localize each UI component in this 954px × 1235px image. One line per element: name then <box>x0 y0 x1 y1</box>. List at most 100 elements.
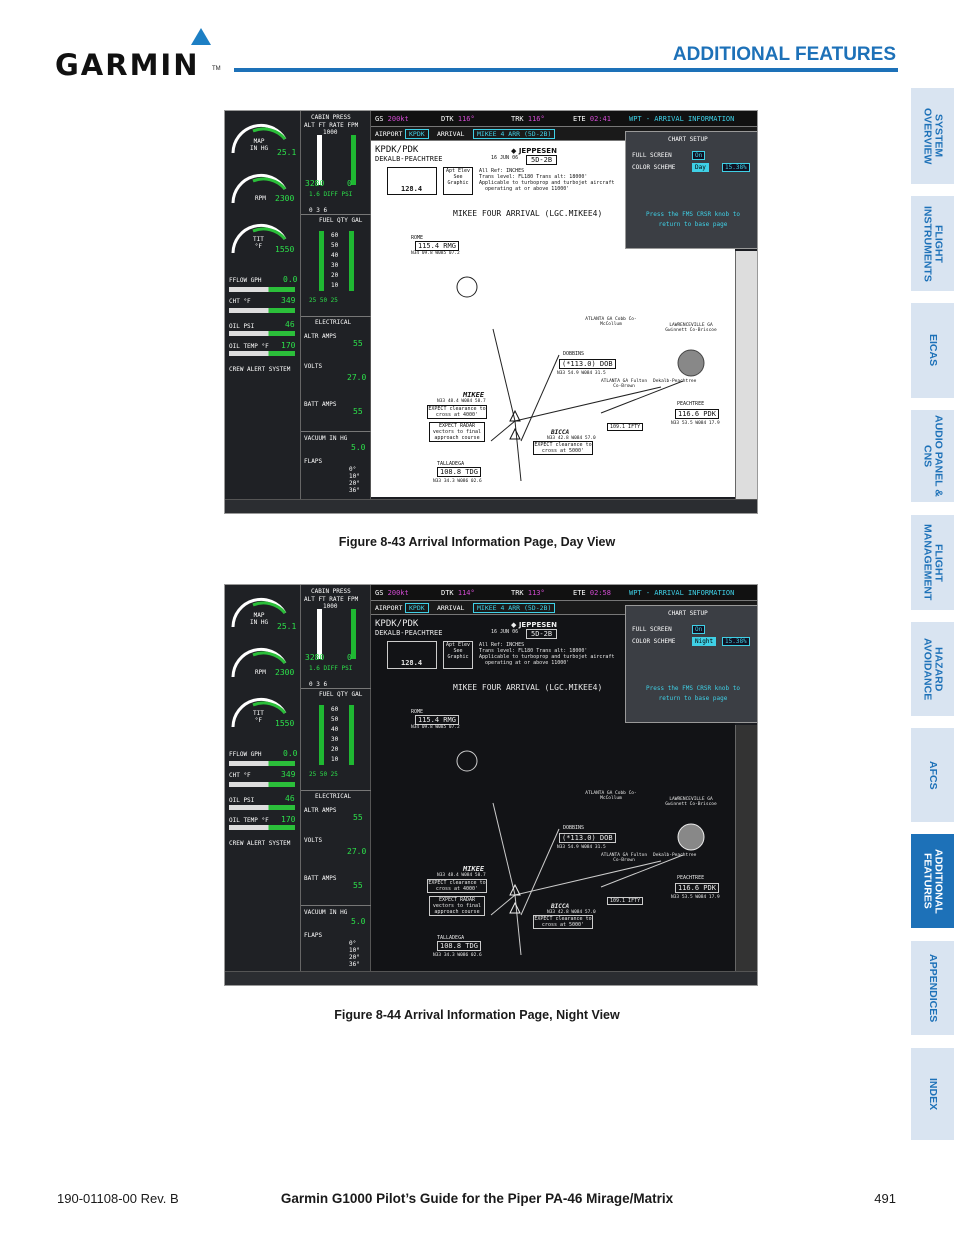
tab-label: Flight Instruments <box>921 205 945 282</box>
arrival-field[interactable]: MIKEE 4 ARR (5D-2B) <box>473 129 556 139</box>
doc-title: Garmin G1000 Pilot’s Guide for the Piper… <box>280 1191 674 1206</box>
chart-setup-window[interactable]: CHART SETUP FULL SCREEN On COLOR SCHEME … <box>625 131 757 249</box>
tdg-coord: N33 34.3 W086 02.6 <box>433 953 482 958</box>
tab-label: Additional Features <box>921 848 945 914</box>
engine-gauges-arcs <box>231 123 287 254</box>
airport-field[interactable]: KPDK <box>405 603 429 613</box>
chart-notes-4: operating at or above 11000' <box>485 660 570 666</box>
atlanta-cobb-label: ATLANTA GA Cobb Co-McCollum <box>585 317 637 327</box>
separator-line <box>301 790 372 791</box>
chart-number: 5D-2B <box>526 629 558 639</box>
bicca-fix: BICCA <box>551 903 570 910</box>
airport-field[interactable]: KPDK <box>405 129 429 139</box>
arrival-chart[interactable]: KPDK/PDK DEKALB-PEACHTREE 16 JUN 06 ◆ JE… <box>371 615 735 971</box>
figure-caption: Figure 8-44 Arrival Information Page, Ni… <box>334 1008 620 1022</box>
alt-amps-value: 55 <box>353 339 363 348</box>
engine-secondary-column: CABIN PRESS ALT FT RATE FPM 1000 3280 0 … <box>300 585 372 973</box>
tab-additional-features[interactable]: Additional Features <box>911 834 954 928</box>
chart-notes-3: Applicable to turboprop and turbojet air… <box>479 180 615 186</box>
rate-bar <box>351 609 356 659</box>
fuel-right-bar <box>349 705 354 765</box>
volts-label: VOLTS <box>304 363 323 370</box>
rate-bar <box>351 135 356 185</box>
cht-value: 349 <box>281 770 296 779</box>
chart-scrollbar[interactable] <box>735 251 757 499</box>
page-title: WPT - ARRIVAL INFORMATION <box>629 589 735 597</box>
alt-amps-label: ALTR AMPS <box>304 807 337 814</box>
fuel-qty-label: FUEL QTY GAL <box>319 691 363 698</box>
separator-line <box>301 316 372 317</box>
softkey-bar[interactable] <box>225 499 757 513</box>
electrical-label: ELECTRICAL <box>315 319 352 326</box>
color-scheme-select[interactable]: Day <box>692 163 709 172</box>
mikee-coord: N33 48.4 W084 58.7 <box>437 873 486 878</box>
oil-temp-label: OIL TEMP °F <box>229 343 269 350</box>
brightness-value[interactable]: 15.38% <box>722 637 750 646</box>
tab-afcs[interactable]: AFCS <box>911 728 954 822</box>
brightness-value[interactable]: 15.38% <box>722 163 750 172</box>
dekalb-label: Dekalb-Peachtree <box>653 853 697 858</box>
color-scheme-label: COLOR SCHEME <box>632 164 676 171</box>
full-screen-select[interactable]: On <box>692 625 706 634</box>
oil-psi-label: OIL PSI <box>229 323 255 330</box>
diff-psi-scale: 0 3 6 <box>309 207 328 214</box>
separator-line <box>301 431 372 432</box>
tab-eicas[interactable]: EICAS <box>911 303 954 398</box>
dob-vor: (*113.0) DOB <box>559 359 616 369</box>
arrival-field[interactable]: MIKEE 4 ARR (5D-2B) <box>473 603 556 613</box>
tab-flight-instruments[interactable]: Flight Instruments <box>911 196 954 291</box>
chart-title: KPDK/PDK <box>375 619 419 629</box>
tab-label: Flight Management <box>921 524 945 601</box>
tab-flight-management[interactable]: Flight Management <box>911 515 954 610</box>
dobbins-label: DOBBINS <box>563 351 585 357</box>
tab-label: Appendices <box>927 953 939 1023</box>
chart-setup-title: CHART SETUP <box>668 610 708 617</box>
rpm-label: RPM <box>255 669 266 676</box>
tab-index[interactable]: Index <box>911 1048 954 1140</box>
tab-audio-panel-cns[interactable]: Audio Panel & CNS <box>911 410 954 502</box>
fflow-label: FFLOW GPH <box>229 751 262 758</box>
fflow-bar <box>229 287 295 292</box>
batt-amps-label: BATT AMPS <box>304 875 337 882</box>
tab-label: Hazard Avoidance <box>921 637 945 701</box>
tab-hazard-avoidance[interactable]: Hazard Avoidance <box>911 622 954 716</box>
map-value: 25.1 <box>277 622 297 631</box>
alt-ft-value: 1000 <box>323 129 338 136</box>
dob-coord: N33 54.9 W084 31.5 <box>557 845 606 850</box>
dekalb-label: Dekalb-Peachtree <box>653 379 697 384</box>
expect-4000-note: EXPECT clearance to cross at 4000' <box>427 879 487 893</box>
rmg-coord: N34 09.8 W085 07.2 <box>411 251 460 256</box>
tit-value: 1550 <box>275 245 295 254</box>
oil-temp-value: 170 <box>281 341 296 350</box>
chart-scrollbar[interactable] <box>735 725 757 973</box>
atis-freq: 128.4 <box>401 185 423 193</box>
oil-temp-label: OIL TEMP °F <box>229 817 269 824</box>
apt-elev: Apt Elev See Graphic <box>443 641 473 669</box>
rmg-vor: 115.4 RMG <box>415 715 459 725</box>
vacuum-value: 5.0 <box>351 443 366 452</box>
full-screen-label: FULL SCREEN <box>632 626 672 633</box>
pdk-coord: N33 53.5 W084 17.9 <box>671 895 720 900</box>
diff-psi-scale: 0 3 6 <box>309 681 328 688</box>
cabin-alt-value: 3280 <box>305 179 325 188</box>
mikee-coord: N33 48.4 W084 58.7 <box>437 399 486 404</box>
separator-line <box>301 688 372 689</box>
rmg-coord: N34 09.8 W085 07.2 <box>411 725 460 730</box>
full-screen-select[interactable]: On <box>692 151 706 160</box>
tab-label: AFCS <box>927 760 939 790</box>
apt-elev: Apt Elev See Graphic <box>443 167 473 195</box>
chart-setup-window[interactable]: CHART SETUP FULL SCREEN On COLOR SCHEME … <box>625 605 757 723</box>
chart-setup-title: CHART SETUP <box>668 136 708 143</box>
ete-value: 02:58 <box>589 589 611 597</box>
lawrenceville-label: LAWRENCEVILLE GA Gwinnett Co-Briscoe <box>665 797 717 807</box>
fflow-value: 0.0 <box>283 275 298 284</box>
softkey-bar[interactable] <box>225 971 757 985</box>
ete-value: 02:41 <box>589 115 611 123</box>
color-scheme-select[interactable]: Night <box>692 637 717 646</box>
tab-appendices[interactable]: Appendices <box>911 941 954 1035</box>
tab-system-overview[interactable]: System Overview <box>911 88 954 184</box>
volts-value: 27.0 <box>347 373 367 382</box>
chart-notes-4: operating at or above 11000' <box>485 186 570 192</box>
